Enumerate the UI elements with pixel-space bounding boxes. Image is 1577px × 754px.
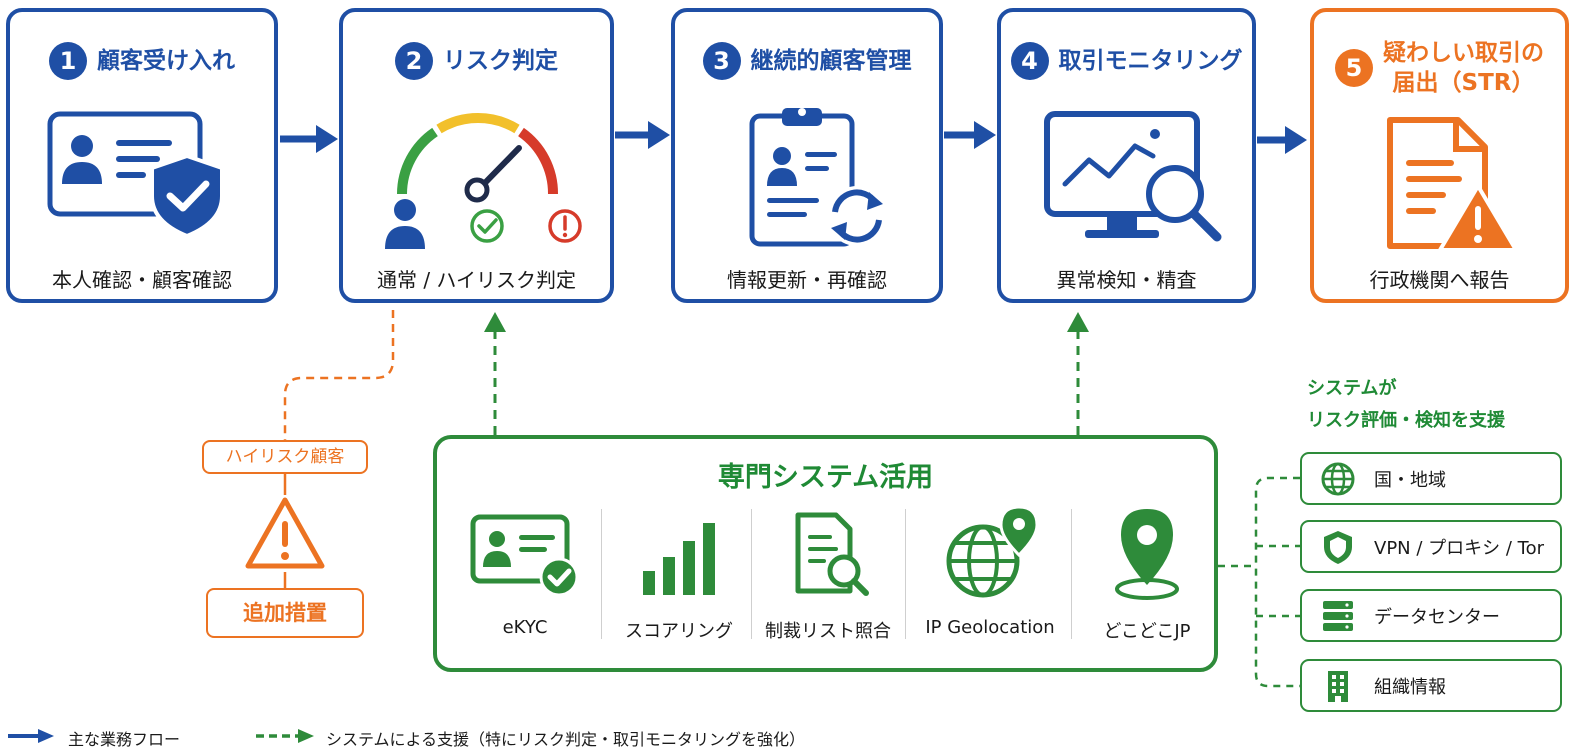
- step-title: 継続的顧客管理: [750, 48, 912, 74]
- globe-pin-icon: [946, 505, 1039, 598]
- monitor-search-icon: [1043, 111, 1221, 242]
- clipboard-refresh-icon: [749, 108, 887, 247]
- tool-ekyc: eKYC: [455, 505, 595, 645]
- tool-sanctions-screening: 制裁リスト照合: [754, 505, 902, 645]
- ekyc-card-icon: [470, 514, 579, 597]
- tool-dokodoko-jp: どこどこJP: [1077, 505, 1217, 645]
- detection-label: VPN / プロキシ / Tor: [1374, 537, 1544, 559]
- detection-data-center: データセンター: [1300, 589, 1562, 642]
- support-arrow-monitoring: [1067, 312, 1089, 435]
- tool-label: IP Geolocation: [925, 617, 1055, 638]
- legend-dashed-arrow: [256, 729, 314, 743]
- tool-label: 制裁リスト照合: [765, 621, 891, 642]
- tool-label: スコアリング: [625, 621, 733, 642]
- tool-ip-geolocation: IP Geolocation: [909, 505, 1071, 645]
- step-caption: 通常 / ハイリスク判定: [376, 268, 577, 292]
- tool-scoring: スコアリング: [609, 505, 749, 645]
- additional-measures-tag: 追加措置: [206, 588, 364, 638]
- globe-icon: [1321, 462, 1355, 495]
- warning-icon: [245, 497, 325, 569]
- legend-solid-arrow: [8, 729, 54, 743]
- support-arrow-risk: [484, 312, 506, 435]
- step-number: 2: [395, 42, 433, 80]
- tool-label: どこどこJP: [1103, 621, 1191, 642]
- step-number: 5: [1335, 49, 1373, 87]
- panel-title: 専門システム活用: [717, 462, 934, 493]
- step-title: リスク判定: [443, 48, 558, 74]
- bar-chart-icon: [643, 523, 715, 595]
- flow-arrow-4-5: [1257, 126, 1307, 154]
- map-pin-icon: [1115, 509, 1179, 600]
- id-card-shield-icon: [47, 111, 224, 239]
- step-caption: 本人確認・顧客確認: [52, 268, 232, 292]
- step-risk-assessment: 2 リスク判定 通常 / ハイリスク判定: [339, 8, 614, 303]
- server-icon: [1323, 600, 1353, 631]
- step-number: 1: [49, 42, 87, 80]
- shield-icon: [1324, 530, 1352, 564]
- step-caption: 異常検知・精査: [1056, 268, 1197, 292]
- divider: [1071, 509, 1072, 639]
- detection-country-region: 国・地域: [1300, 452, 1562, 505]
- flow-arrow-3-4: [944, 121, 996, 149]
- flow-arrow-2-3: [615, 121, 670, 149]
- step-number: 4: [1010, 42, 1049, 80]
- step-ongoing-customer-management: 3 継続的顧客管理 情報更新・再確認: [671, 8, 943, 303]
- step-title: 疑わしい取引の 届出（STR）: [1383, 40, 1544, 96]
- step-caption: 情報更新・再確認: [727, 268, 887, 292]
- step-number: 3: [702, 42, 741, 80]
- tool-label: eKYC: [502, 617, 548, 638]
- legend-system-support: システムによる支援（特にリスク判定・取引モニタリングを強化）: [326, 730, 806, 749]
- high-risk-dashed-line: [283, 310, 395, 440]
- high-risk-customer-tag: ハイリスク顧客: [202, 440, 368, 474]
- step-caption: 行政機関へ報告: [1369, 268, 1510, 292]
- document-warning-icon: [1386, 117, 1518, 252]
- step-suspicious-transaction-report: 5 疑わしい取引の 届出（STR） 行政機関へ報告: [1310, 8, 1569, 303]
- legend-main-flow: 主な業務フロー: [68, 730, 181, 749]
- detection-vpn-proxy-tor: VPN / プロキシ / Tor: [1300, 520, 1562, 573]
- detection-label: 国・地域: [1374, 469, 1446, 491]
- step-transaction-monitoring: 4 取引モニタリング 異常検知・精査: [997, 8, 1256, 303]
- flow-arrow-1-2: [280, 125, 338, 153]
- divider: [601, 509, 602, 639]
- detection-label: 組織情報: [1374, 676, 1446, 698]
- detection-tree: [1218, 476, 1300, 688]
- document-search-icon: [795, 512, 869, 596]
- step-customer-onboarding: 1 顧客受け入れ 本人確認・顧客確認: [6, 8, 278, 303]
- building-icon: [1328, 670, 1348, 702]
- divider: [751, 509, 752, 639]
- risk-gauge-icon: [384, 113, 582, 249]
- step-title: 取引モニタリング: [1058, 48, 1243, 74]
- detection-organization-info: 組織情報: [1300, 659, 1562, 712]
- step-title: 顧客受け入れ: [97, 48, 235, 74]
- specialized-systems-panel: 専門システム活用 eKYC スコアリング: [433, 435, 1218, 672]
- divider: [905, 509, 906, 639]
- support-note: システムが リスク評価・検知を支援: [1307, 378, 1505, 431]
- detection-label: データセンター: [1374, 606, 1500, 628]
